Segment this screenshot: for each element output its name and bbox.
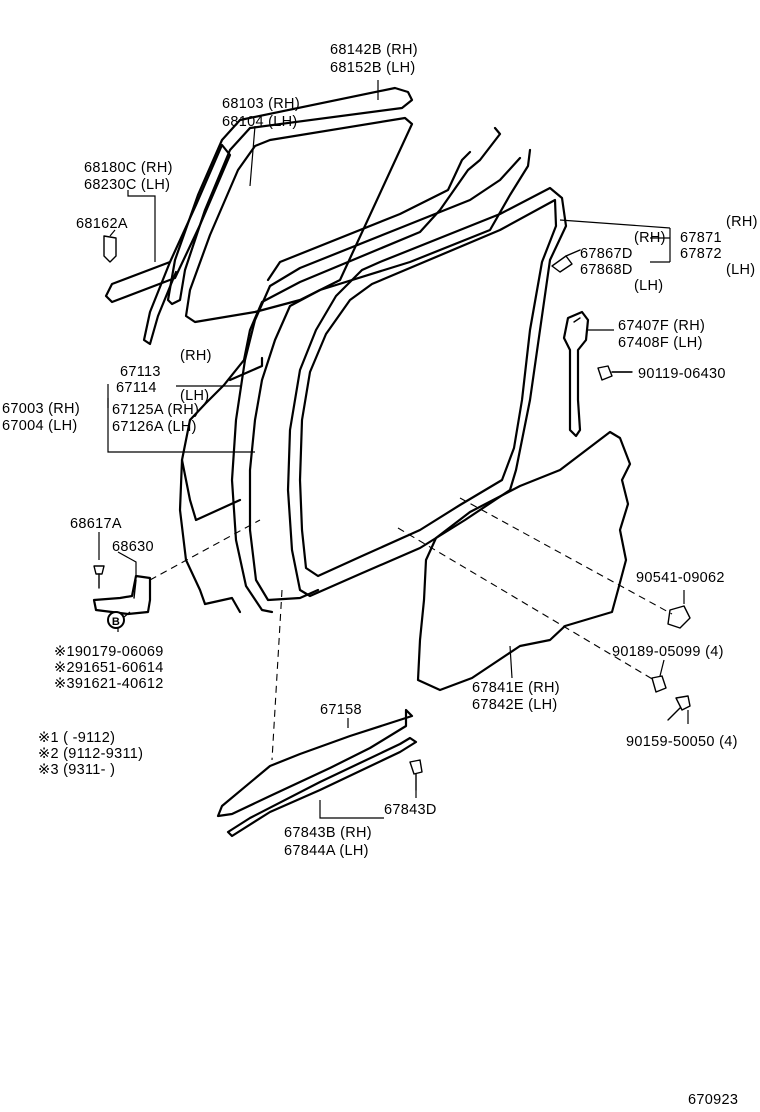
- label-67158: 67158: [320, 702, 362, 718]
- inner-panel-seal: [286, 186, 568, 598]
- division-bar: [104, 143, 232, 346]
- label-67868D-lh: (LH): [634, 278, 663, 294]
- label-68180C: 68180C (RH): [84, 160, 173, 176]
- label-68152B: 68152B (LH): [330, 60, 416, 76]
- note-3: ※3 (9311- ): [38, 762, 115, 778]
- ref-b-letter: B: [112, 616, 120, 628]
- label-67843D: 67843D: [384, 802, 437, 818]
- door-hinge: [92, 574, 152, 616]
- bolt-68617A: [93, 565, 105, 589]
- label-67842E: 67842E (LH): [472, 697, 558, 713]
- bracket-67867D: [551, 249, 581, 273]
- note-2: ※2 (9112-9311): [38, 746, 143, 762]
- clip-90189: [651, 675, 667, 693]
- screw-90159: [667, 695, 691, 721]
- label-67407F: 67407F (RH): [618, 318, 705, 334]
- belt-moulding: [216, 708, 414, 818]
- door-glass: [184, 116, 414, 324]
- diagram-number: 670923: [688, 1092, 738, 1108]
- part-labels: 68142B (RH) 68152B (LH) 68103 (RH) 68104…: [2, 42, 758, 1108]
- label-68617A: 68617A: [70, 516, 122, 532]
- door-trim-board: [416, 430, 632, 692]
- label-67126A: 67126A (LH): [112, 419, 197, 435]
- clip-90541: [667, 605, 691, 629]
- clip-68162A: [103, 235, 117, 263]
- label-68162A: 68162A: [76, 216, 128, 232]
- note-1: ※1 ( -9112): [38, 730, 115, 746]
- ref-b-marker: B: [107, 611, 125, 629]
- label-67114: 67114: [116, 380, 157, 396]
- window-regulator: [562, 310, 590, 438]
- label-67113: 67113: [120, 364, 161, 380]
- label-67113-rh: (RH): [180, 348, 212, 364]
- label-68103: 68103 (RH): [222, 96, 300, 112]
- label-291651: ※291651-60614: [54, 660, 164, 676]
- label-68104: 68104 (LH): [222, 114, 298, 130]
- label-68142B: 68142B (RH): [330, 42, 418, 58]
- label-90541: 90541-09062: [636, 570, 725, 586]
- belt-weatherstrip: [226, 736, 418, 838]
- label-67871-rh: (RH): [726, 214, 758, 230]
- label-67841E: 67841E (RH): [472, 680, 560, 696]
- label-391621: ※391621-40612: [54, 676, 164, 692]
- door-weatherstrip: [230, 148, 532, 614]
- label-67003: 67003 (RH): [2, 401, 80, 417]
- label-67408F: 67408F (LH): [618, 335, 703, 351]
- label-67004: 67004 (LH): [2, 418, 78, 434]
- label-190179: ※190179-06069: [54, 644, 164, 660]
- label-67867D: 67867D: [580, 246, 633, 262]
- label-67867D-rh: (RH): [634, 230, 666, 246]
- label-68230C: 68230C (LH): [84, 177, 170, 193]
- run-channel-outer: [166, 86, 414, 306]
- label-90189: 90189-05099 (4): [612, 644, 724, 660]
- label-67872-lh: (LH): [726, 262, 755, 278]
- clip-67843D: [409, 759, 423, 791]
- label-67871: 67871: [680, 230, 722, 246]
- label-90119: 90119-06430: [638, 366, 726, 382]
- door-panel: [178, 126, 502, 614]
- assembly-dashed-lines: [149, 497, 673, 761]
- label-67844A: 67844A (LH): [284, 843, 369, 859]
- label-67868D: 67868D: [580, 262, 633, 278]
- label-90159: 90159-50050 (4): [626, 734, 738, 750]
- bolt-90119: [597, 365, 633, 381]
- label-67872: 67872: [680, 246, 722, 262]
- label-67125A: 67125A (RH): [112, 402, 199, 418]
- label-67114-lh: (LH): [180, 388, 209, 404]
- label-67843B: 67843B (RH): [284, 825, 372, 841]
- label-68630: 68630: [112, 539, 154, 555]
- leader-lines: [98, 80, 689, 819]
